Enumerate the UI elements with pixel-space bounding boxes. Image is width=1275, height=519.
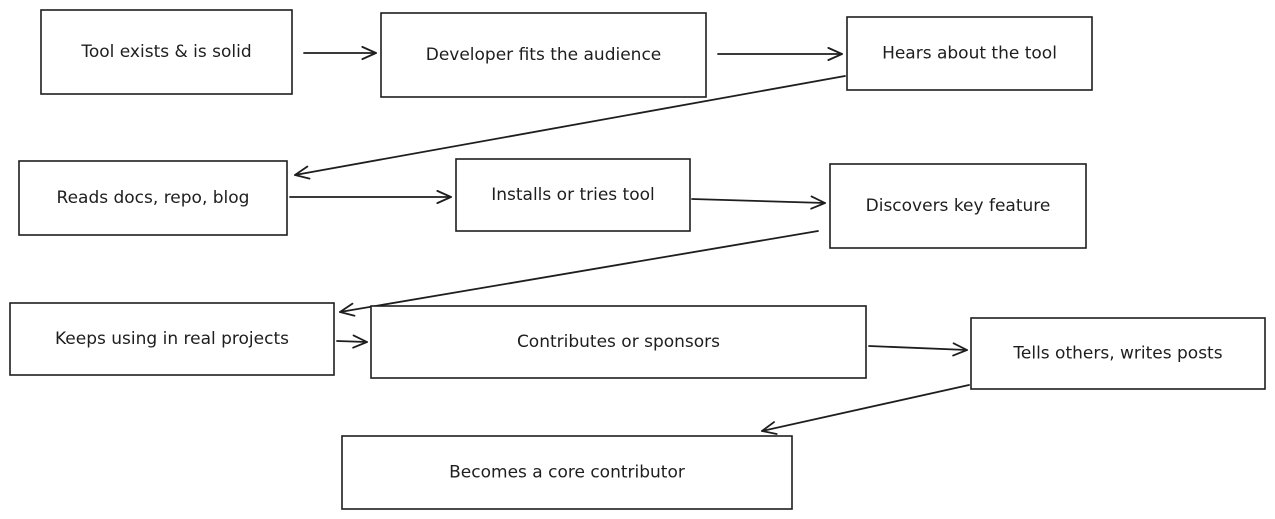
arrow-line xyxy=(868,345,968,351)
edge-hears-about-to-reads-docs xyxy=(294,75,846,180)
node-box xyxy=(829,163,1087,249)
arrowhead-icon xyxy=(827,46,843,62)
node-label: Tells others, writes posts xyxy=(1012,344,1222,364)
arrowhead-icon xyxy=(952,342,968,357)
node-core-contributor: Becomes a core contributor xyxy=(341,435,793,510)
node-box xyxy=(846,16,1093,91)
arrowhead-icon xyxy=(761,421,778,435)
edge-contributes-to-tells-others xyxy=(868,342,968,357)
arrowhead-icon xyxy=(352,334,368,349)
arrow-line xyxy=(336,340,368,343)
node-label: Keeps using in real projects xyxy=(55,329,289,349)
node-box xyxy=(341,435,793,510)
node-discovers: Discovers key feature xyxy=(829,163,1087,249)
arrow-line xyxy=(339,230,819,313)
node-box xyxy=(40,9,293,95)
node-label: Discovers key feature xyxy=(866,196,1051,216)
node-label: Installs or tries tool xyxy=(491,185,655,205)
arrowhead-icon xyxy=(810,195,826,210)
node-label: Developer fits the audience xyxy=(426,45,662,65)
node-reads-docs: Reads docs, repo, blog xyxy=(18,160,288,236)
arrow-line xyxy=(691,198,826,204)
node-hears-about: Hears about the tool xyxy=(846,16,1093,91)
node-tool-exists: Tool exists & is solid xyxy=(40,9,293,95)
arrow-line xyxy=(294,75,846,176)
arrowhead-icon xyxy=(294,165,311,180)
node-label: Becomes a core contributor xyxy=(449,463,685,483)
node-installs: Installs or tries tool xyxy=(455,158,691,232)
node-developer-fits: Developer fits the audience xyxy=(380,12,707,98)
edge-developer-fits-to-hears-about xyxy=(717,46,843,62)
arrowhead-icon xyxy=(361,45,377,61)
node-tells-others: Tells others, writes posts xyxy=(970,317,1266,390)
node-box xyxy=(970,317,1266,390)
nodes-layer: Tool exists & is solid Developer fits the… xyxy=(9,9,1266,510)
node-label: Contributes or sponsors xyxy=(517,332,720,352)
edge-installs-to-discovers xyxy=(691,195,826,210)
edge-tells-others-to-core-contributor xyxy=(761,384,970,435)
node-label: Hears about the tool xyxy=(882,44,1057,64)
node-label: Tool exists & is solid xyxy=(80,42,251,62)
edge-discovers-to-keeps-using xyxy=(339,230,819,317)
edge-reads-docs-to-installs xyxy=(289,189,452,205)
node-box xyxy=(455,158,691,232)
node-box xyxy=(9,302,335,376)
node-contributes: Contributes or sponsors xyxy=(370,305,867,379)
node-box xyxy=(380,12,707,98)
arrowhead-icon xyxy=(339,302,356,317)
node-label: Reads docs, repo, blog xyxy=(57,188,250,208)
edge-tool-exists-to-developer-fits xyxy=(303,45,377,61)
edge-keeps-using-to-contributes xyxy=(336,334,368,349)
arrow-line xyxy=(761,384,970,432)
node-box xyxy=(370,305,867,379)
edges-layer xyxy=(289,45,970,435)
node-box xyxy=(18,160,288,236)
arrowhead-icon xyxy=(436,189,452,205)
node-keeps-using: Keeps using in real projects xyxy=(9,302,335,376)
